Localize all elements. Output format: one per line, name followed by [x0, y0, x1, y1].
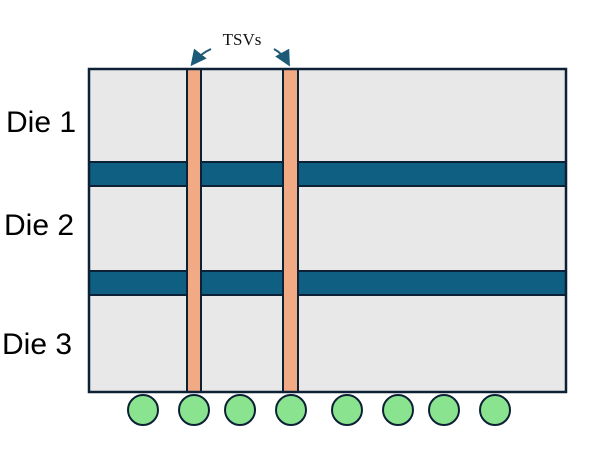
bond-layer-2 — [88, 270, 567, 296]
die-3-label: Die 3 — [2, 328, 72, 361]
tsv-left — [186, 68, 202, 393]
tsv-label: TSVs — [223, 30, 262, 49]
solder-bump — [382, 394, 414, 426]
solder-bump — [178, 394, 210, 426]
die-1-layer — [88, 68, 567, 163]
solder-bump — [127, 394, 159, 426]
die-2-layer — [88, 185, 567, 272]
tsv-arrow-right — [273, 48, 290, 67]
tsv-right — [282, 68, 299, 393]
tsv-arrow-left — [190, 48, 212, 67]
die-3-layer — [88, 294, 567, 393]
bond-layer-1 — [88, 161, 567, 187]
solder-bump — [331, 394, 363, 426]
solder-bump — [224, 394, 256, 426]
die-stack-outline — [87, 67, 568, 394]
solder-bump — [479, 394, 511, 426]
solder-bump — [275, 394, 307, 426]
die-2-label: Die 2 — [4, 209, 74, 242]
die-1-label: Die 1 — [6, 106, 76, 139]
solder-bump — [428, 394, 460, 426]
solder-bumps — [127, 394, 511, 426]
